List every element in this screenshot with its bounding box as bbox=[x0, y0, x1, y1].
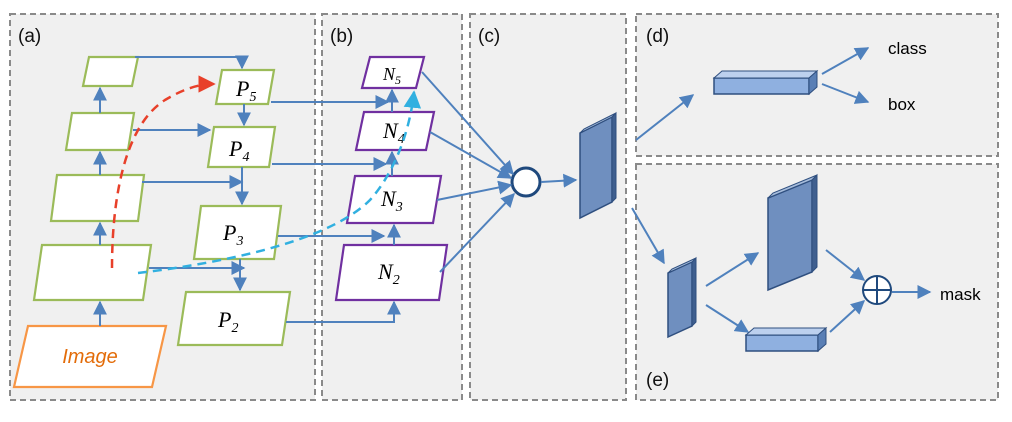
to-box-branch bbox=[635, 94, 695, 141]
cyan-shortcut-path bbox=[137, 90, 422, 275]
backbone-level-2 bbox=[32, 243, 153, 302]
pan-n2 bbox=[334, 243, 449, 302]
backbone-level-4 bbox=[64, 111, 136, 152]
input-image-label: Image bbox=[62, 346, 118, 368]
pan-n5-label: N5 bbox=[382, 64, 401, 87]
backbone-level-3 bbox=[49, 173, 146, 223]
fusion-to-feature bbox=[540, 173, 578, 188]
lateral-p2-n2 bbox=[286, 300, 401, 323]
panel-label-c: (c) bbox=[478, 26, 500, 47]
pan-n2-label: N2 bbox=[377, 259, 400, 288]
panel-label-d: (d) bbox=[646, 26, 669, 47]
to-fc-mask-block bbox=[705, 304, 750, 333]
conv-to-sum bbox=[825, 249, 866, 281]
output-class-label: class bbox=[888, 39, 927, 58]
to-box bbox=[821, 83, 870, 104]
fusion-node bbox=[510, 166, 542, 198]
input-image-box bbox=[12, 324, 168, 389]
backbone-level-5 bbox=[81, 55, 140, 88]
fpn-p4-label: P4 bbox=[228, 136, 249, 165]
output-box-label: box bbox=[888, 95, 916, 114]
red-long-path bbox=[110, 75, 216, 269]
mask-input-block bbox=[667, 256, 697, 339]
to-class bbox=[821, 47, 870, 75]
fc-block bbox=[712, 69, 819, 96]
panel-label-b: (b) bbox=[330, 26, 353, 47]
sum-node bbox=[862, 275, 892, 305]
lateral-c5-p5 bbox=[135, 55, 249, 70]
fpn-p2-label: P2 bbox=[217, 307, 238, 336]
fc-to-sum bbox=[829, 300, 866, 333]
pool-n3 bbox=[436, 180, 513, 201]
fpn-p5-label: P5 bbox=[235, 76, 256, 105]
fpn-p2 bbox=[176, 290, 292, 347]
panel-label-e: (e) bbox=[646, 370, 669, 391]
pan-n3 bbox=[345, 174, 443, 225]
pan-n4 bbox=[354, 110, 436, 152]
pool-n5 bbox=[421, 71, 514, 176]
conv-block bbox=[767, 173, 818, 292]
fpn-p3 bbox=[192, 204, 283, 261]
fc-mask-block bbox=[744, 326, 828, 353]
fpn-p5 bbox=[214, 68, 276, 106]
fpn-p4 bbox=[206, 125, 277, 169]
pool-n4 bbox=[429, 131, 513, 179]
fused-feature-block bbox=[579, 111, 617, 220]
fpn-p3-label: P3 bbox=[222, 220, 243, 249]
pool-n2 bbox=[439, 192, 515, 273]
panel-label-a: (a) bbox=[18, 26, 41, 47]
to-conv-block bbox=[705, 252, 760, 287]
pan-n3-label: N3 bbox=[380, 186, 403, 215]
to-mask-branch bbox=[631, 207, 665, 265]
output-mask-label: mask bbox=[940, 285, 981, 304]
pan-n4-label: N4 bbox=[382, 118, 405, 147]
pan-n5 bbox=[360, 55, 426, 90]
